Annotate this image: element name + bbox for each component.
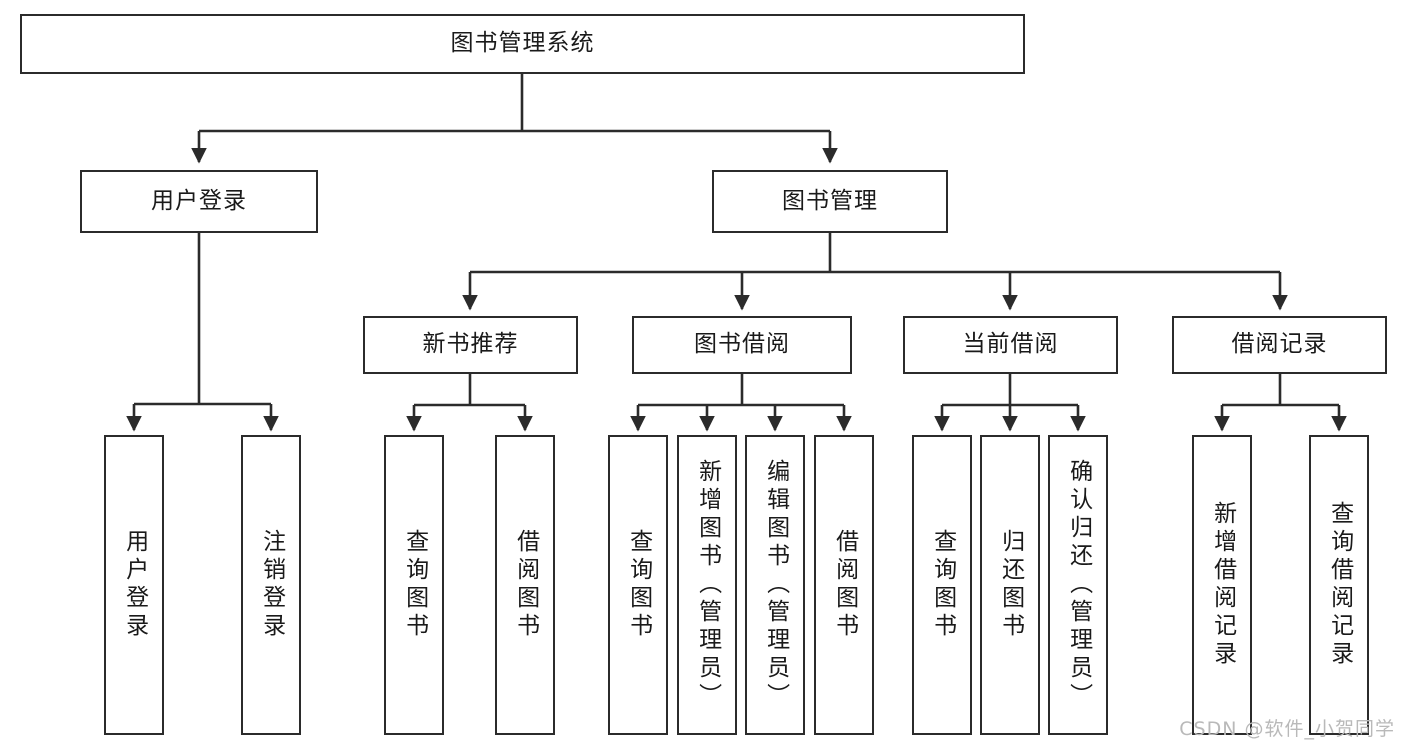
node-label: 查询借阅记录 <box>1326 501 1353 669</box>
node-label: 当前借阅 <box>962 331 1059 358</box>
node-label: 新增借阅记录 <box>1209 501 1236 669</box>
node-user-login[interactable]: 用户登录 <box>80 170 318 233</box>
node-label: 查询图书 <box>401 529 428 641</box>
node-leaf-add-book-admin[interactable]: 新增图书（管理员） <box>677 435 737 735</box>
node-label: 查询图书 <box>625 529 652 641</box>
node-label: 新增图书（管理员） <box>694 459 721 711</box>
node-borrow-record[interactable]: 借阅记录 <box>1172 316 1387 374</box>
node-label: 注销登录 <box>258 529 285 641</box>
node-label: 编辑图书（管理员） <box>762 459 789 711</box>
node-label: 归还图书 <box>997 529 1024 641</box>
node-label: 图书管理系统 <box>450 30 595 57</box>
node-leaf-query-borrow-record[interactable]: 查询借阅记录 <box>1309 435 1369 735</box>
node-new-book-recommend[interactable]: 新书推荐 <box>363 316 578 374</box>
node-label: 用户登录 <box>151 187 247 214</box>
node-book-management[interactable]: 图书管理 <box>712 170 948 233</box>
node-leaf-edit-book-admin[interactable]: 编辑图书（管理员） <box>745 435 805 735</box>
node-label: 用户登录 <box>121 529 148 641</box>
node-label: 新书推荐 <box>422 331 519 358</box>
node-label: 借阅图书 <box>831 529 858 641</box>
node-label: 查询图书 <box>929 529 956 641</box>
node-leaf-query-book-current[interactable]: 查询图书 <box>912 435 972 735</box>
node-label: 借阅记录 <box>1231 331 1328 358</box>
node-leaf-borrow-book-recommend[interactable]: 借阅图书 <box>495 435 555 735</box>
node-label: 图书借阅 <box>694 331 790 358</box>
node-leaf-return-book[interactable]: 归还图书 <box>980 435 1040 735</box>
node-leaf-logout[interactable]: 注销登录 <box>241 435 301 735</box>
node-leaf-confirm-return-admin[interactable]: 确认归还（管理员） <box>1048 435 1108 735</box>
node-leaf-borrow-book[interactable]: 借阅图书 <box>814 435 874 735</box>
node-leaf-query-book-borrow[interactable]: 查询图书 <box>608 435 668 735</box>
node-label: 确认归还（管理员） <box>1065 459 1092 711</box>
node-leaf-add-borrow-record[interactable]: 新增借阅记录 <box>1192 435 1252 735</box>
node-leaf-user-login[interactable]: 用户登录 <box>104 435 164 735</box>
node-label: 图书管理 <box>782 187 878 214</box>
node-leaf-query-book-recommend[interactable]: 查询图书 <box>384 435 444 735</box>
node-root-book-management-system[interactable]: 图书管理系统 <box>20 14 1025 74</box>
node-book-borrow[interactable]: 图书借阅 <box>632 316 852 374</box>
node-current-borrow[interactable]: 当前借阅 <box>903 316 1118 374</box>
node-label: 借阅图书 <box>512 529 539 641</box>
